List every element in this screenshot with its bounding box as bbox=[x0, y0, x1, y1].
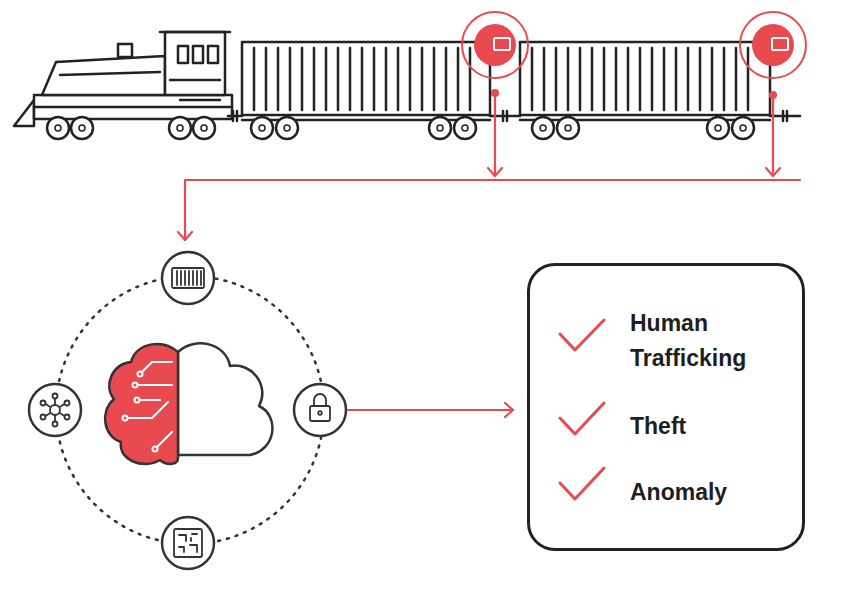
brain-half bbox=[105, 344, 178, 464]
icon-circle bbox=[294, 384, 346, 436]
cab-window bbox=[193, 46, 203, 63]
car-underframe bbox=[520, 119, 770, 122]
flow-line bbox=[772, 95, 774, 176]
wheel-hub bbox=[437, 125, 443, 131]
result-label: Human Trafficking bbox=[630, 306, 780, 376]
wheel bbox=[251, 117, 273, 139]
wheel bbox=[454, 117, 476, 139]
brain-circuit bbox=[128, 362, 172, 447]
cab-window bbox=[178, 46, 188, 63]
flow-line bbox=[348, 409, 513, 411]
wheel-hub bbox=[540, 125, 546, 131]
arrow-head bbox=[488, 168, 502, 176]
wheel bbox=[732, 117, 754, 139]
wheel-hub bbox=[715, 125, 721, 131]
arrow-head bbox=[766, 168, 780, 176]
wheel bbox=[276, 117, 298, 139]
brain-circuit-node bbox=[138, 372, 143, 377]
wheel-hub bbox=[565, 125, 571, 131]
network-icon-node bbox=[41, 415, 46, 420]
icon-circle bbox=[162, 252, 214, 304]
sensor-dot bbox=[752, 24, 794, 66]
chip-icon-circuit bbox=[179, 534, 197, 552]
check-mark bbox=[560, 468, 604, 499]
locomotive-pilot bbox=[14, 100, 34, 126]
freight-car bbox=[520, 42, 770, 115]
brain-circuit-node bbox=[133, 383, 138, 388]
check-mark bbox=[560, 403, 604, 434]
sensor-ring bbox=[462, 12, 528, 78]
icon-circle bbox=[162, 517, 214, 569]
wheel-hub bbox=[201, 125, 207, 131]
lock-icon-keyhole bbox=[318, 411, 322, 415]
result-label: Anomaly bbox=[630, 475, 780, 510]
network-icon-spokes bbox=[44, 397, 66, 423]
wheel bbox=[532, 117, 554, 139]
sensor-dot bbox=[474, 24, 516, 66]
wheel bbox=[193, 117, 215, 139]
wheel bbox=[429, 117, 451, 139]
lock-icon-body bbox=[310, 406, 330, 421]
icon-circle bbox=[29, 384, 81, 436]
freight-car bbox=[242, 42, 490, 115]
chip-icon bbox=[174, 529, 202, 557]
wheel bbox=[169, 117, 191, 139]
flow-line bbox=[185, 180, 800, 240]
brain-circuit-node bbox=[123, 416, 128, 421]
container-icon bbox=[172, 268, 204, 288]
network-icon-hub bbox=[50, 405, 60, 415]
brain-circuit-node bbox=[135, 398, 140, 403]
sensor-ring bbox=[740, 12, 806, 78]
wheel-hub bbox=[284, 125, 290, 131]
locomotive-roof bbox=[160, 31, 230, 34]
network-icon-node bbox=[53, 394, 58, 399]
sensor-device bbox=[772, 38, 788, 50]
result-label: Theft bbox=[630, 409, 780, 444]
network-icon-node bbox=[53, 422, 58, 427]
wheel-hub bbox=[740, 125, 746, 131]
result-box: Human TraffickingTheftAnomaly bbox=[527, 263, 805, 551]
network-icon-node bbox=[65, 415, 70, 420]
arrow-head bbox=[178, 232, 192, 240]
wheel bbox=[707, 117, 729, 139]
wheel-hub bbox=[55, 125, 61, 131]
flow-line bbox=[494, 93, 496, 176]
wheel-hub bbox=[79, 125, 85, 131]
cab-window bbox=[208, 46, 218, 63]
wheel-hub bbox=[462, 125, 468, 131]
car-ribs bbox=[532, 48, 748, 110]
check-mark bbox=[560, 320, 604, 350]
wheel-hub bbox=[259, 125, 265, 131]
wheel bbox=[71, 117, 93, 139]
container-icon-ribs bbox=[177, 271, 201, 285]
network-icon-node bbox=[41, 401, 46, 406]
wheel bbox=[557, 117, 579, 139]
wheel-hub bbox=[177, 125, 183, 131]
locomotive-trim bbox=[34, 72, 232, 107]
locomotive-cab bbox=[165, 32, 225, 95]
dashed-ring bbox=[56, 276, 324, 544]
locomotive-stack bbox=[118, 44, 132, 57]
car-ribs bbox=[254, 48, 470, 110]
arrow-head bbox=[505, 403, 513, 417]
network-icon-node bbox=[65, 401, 70, 406]
cloud-half bbox=[178, 343, 272, 455]
brain-circuit-node bbox=[153, 447, 158, 452]
coupler bbox=[228, 111, 800, 121]
wheel bbox=[47, 117, 69, 139]
lock-icon-shackle bbox=[314, 394, 326, 406]
sensor-device bbox=[494, 38, 510, 50]
